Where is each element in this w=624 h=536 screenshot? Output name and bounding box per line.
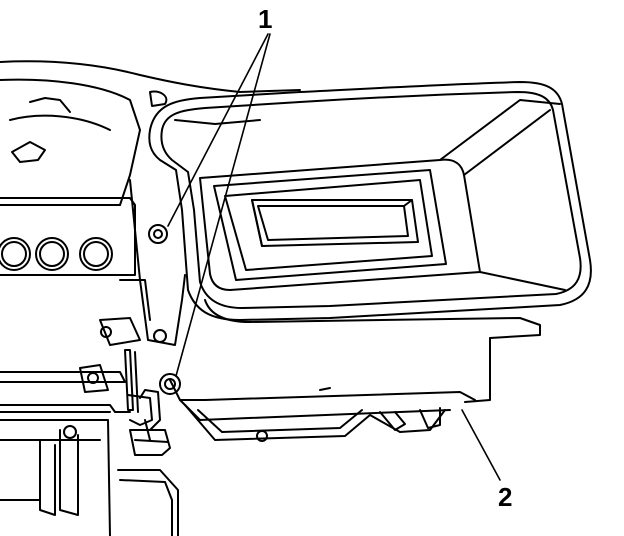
housing-lower-lip xyxy=(204,299,541,403)
callout-label-2: 2 xyxy=(498,482,513,512)
duct-opening xyxy=(199,99,566,291)
round-vents xyxy=(0,237,113,271)
lower-case-tray xyxy=(169,379,476,442)
bolt-lower xyxy=(159,373,181,395)
wiring-harness xyxy=(124,349,171,456)
instrument-panel xyxy=(0,60,301,276)
inner-core xyxy=(251,199,419,247)
lower-left-assembly xyxy=(0,364,179,536)
mounting-bracket xyxy=(99,179,186,346)
bolt-upper xyxy=(148,224,168,244)
leader-line-2 xyxy=(461,409,501,481)
leader-line-1b xyxy=(175,33,271,377)
leader-line-1a xyxy=(167,33,269,227)
hvac-housing xyxy=(148,81,592,321)
leader-lines xyxy=(167,33,501,481)
callout-label-1: 1 xyxy=(258,4,273,34)
